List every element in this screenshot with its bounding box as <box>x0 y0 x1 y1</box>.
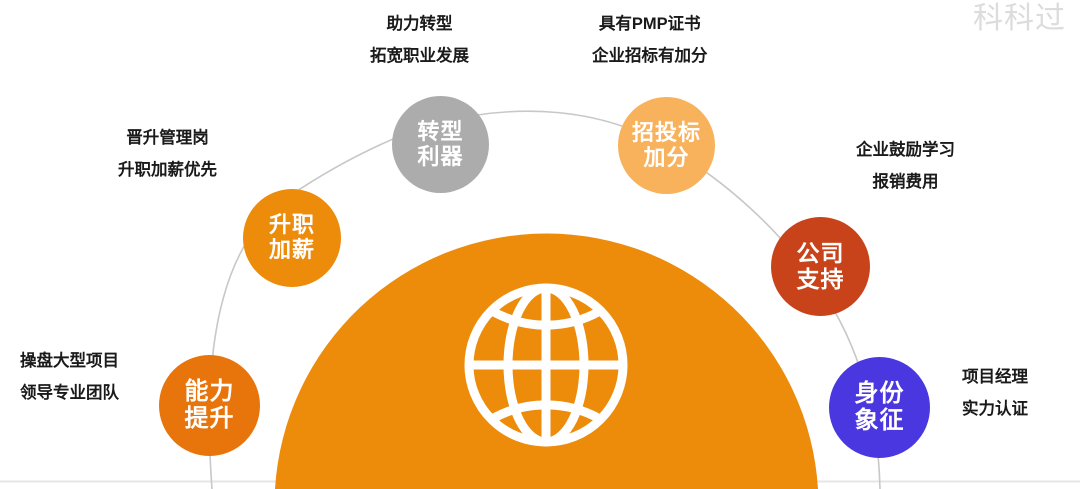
node-label-line2: 象征 <box>854 406 905 434</box>
node-ability-improvement[interactable]: 能力 提升 <box>159 355 260 456</box>
caption-line2: 拓宽职业发展 <box>370 47 469 66</box>
watermark-text: 科科过 <box>973 2 1066 35</box>
caption-line1: 企业鼓励学习 <box>856 141 955 159</box>
caption-line2: 升职加薪优先 <box>118 161 217 180</box>
globe-icon <box>464 283 628 447</box>
node-label-line2: 加薪 <box>268 237 315 262</box>
caption-line1: 项目经理 <box>962 368 1028 386</box>
caption-promotion: 晋升管理岗 升职加薪优先 <box>118 122 217 186</box>
node-transformation-tool[interactable]: 转型 利器 <box>392 96 489 193</box>
caption-line1: 晋升管理岗 <box>126 129 209 147</box>
node-bidding-bonus[interactable]: 招投标 加分 <box>618 97 715 194</box>
node-company-support[interactable]: 公司 支持 <box>771 217 870 316</box>
caption-line1: 操盘大型项目 <box>20 352 119 370</box>
node-status-symbol[interactable]: 身份 象征 <box>829 357 930 458</box>
node-label-line1: 能力 <box>184 377 235 405</box>
caption-status: 项目经理 实力认证 <box>962 361 1028 425</box>
node-label-line2: 支持 <box>796 265 845 292</box>
caption-line2: 领导专业团队 <box>20 384 119 403</box>
node-label-line1: 身份 <box>854 379 905 407</box>
caption-transformation: 助力转型 拓宽职业发展 <box>370 8 469 72</box>
node-label-line2: 利器 <box>417 143 464 169</box>
node-label-line2: 提升 <box>184 404 235 432</box>
node-label-line2: 加分 <box>643 144 690 170</box>
caption-line1: 具有PMP证书 <box>598 15 701 33</box>
node-label-line1: 招投标 <box>631 119 701 145</box>
caption-line2: 企业招标有加分 <box>592 47 708 66</box>
caption-line2: 报销费用 <box>872 173 939 192</box>
caption-bidding: 具有PMP证书 企业招标有加分 <box>592 8 708 72</box>
node-label-line1: 升职 <box>268 212 315 238</box>
caption-company-support: 企业鼓励学习 报销费用 <box>856 134 955 198</box>
node-label-line1: 公司 <box>796 239 845 266</box>
caption-ability: 操盘大型项目 领导专业团队 <box>20 345 119 409</box>
node-label-line1: 转型 <box>417 118 464 144</box>
caption-line2: 实力认证 <box>962 400 1028 419</box>
node-promotion-raise[interactable]: 升职 加薪 <box>243 189 341 287</box>
caption-line1: 助力转型 <box>386 15 453 33</box>
